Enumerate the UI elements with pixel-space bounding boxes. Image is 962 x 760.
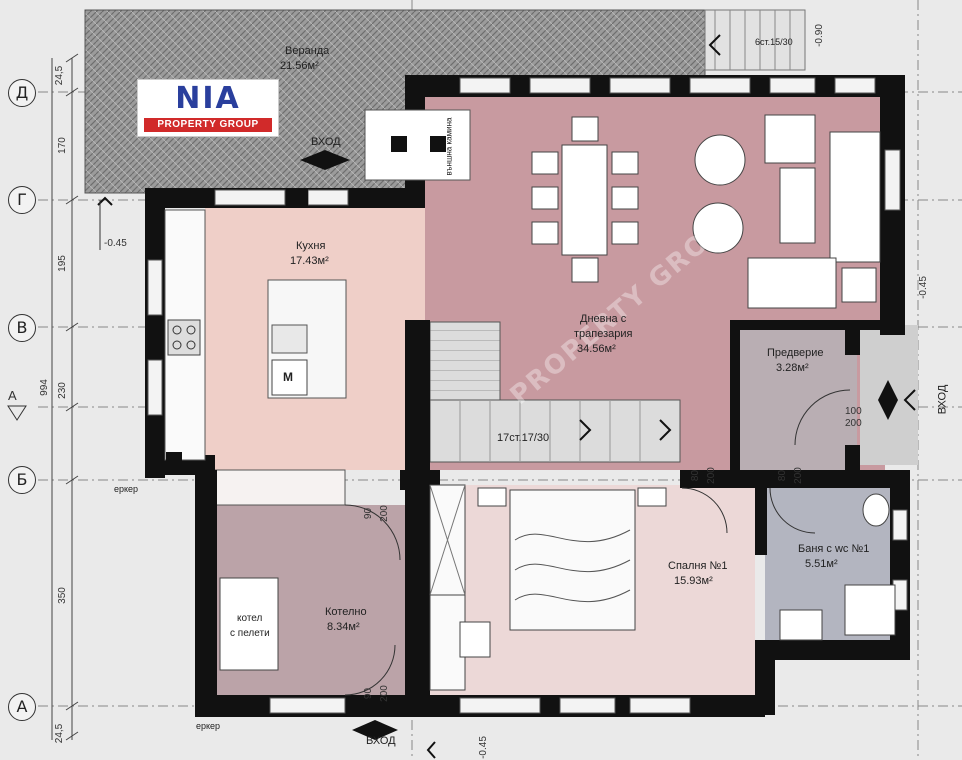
dining-table [561, 144, 608, 256]
veranda-area: 21.56м² [280, 60, 319, 72]
axis-row-d: Д [8, 79, 36, 107]
door-dim-boiler-top-a: 90 [363, 507, 375, 520]
boiler-name: Котелно [325, 606, 367, 618]
washbasin [779, 609, 823, 641]
boiler-device-label-2: с пелети [230, 628, 270, 639]
section-mark: А [8, 388, 17, 403]
fireplace-label: външна камина [444, 117, 454, 176]
fridge-mark: M [283, 370, 293, 384]
kitchen-post [166, 452, 182, 468]
door-dim-bed-a: 80 [690, 469, 702, 482]
counter-bottom [214, 469, 346, 506]
door-dim-foyer-b: 200 [845, 418, 862, 429]
dishwasher [271, 359, 308, 396]
outdoor-fireplace [364, 109, 471, 181]
sofas [692, 114, 881, 309]
door-dim-bed-b: 200 [705, 467, 717, 484]
dim-2: 170 [56, 137, 68, 154]
living-name-1: Дневна с [580, 313, 627, 325]
kitchen-name: Кухня [296, 240, 326, 252]
dim-total: 994 [38, 379, 50, 396]
stairs-top-label: 6ст.15/30 [755, 37, 793, 47]
desk-chair [459, 621, 491, 658]
level-mark-right: -0.45 [917, 276, 929, 299]
bath-name: Баня с wc №1 [798, 543, 870, 555]
door-dim-boiler-bot-b: 200 [378, 685, 390, 702]
company-logo: NIA PROPERTY GROUP [137, 79, 279, 137]
dim-5: 350 [56, 587, 68, 604]
entrance-bottom-label: ВХОД [366, 735, 396, 747]
kitchen-area: 17.43м² [290, 255, 329, 267]
left-dimension-line [51, 53, 79, 741]
desk [429, 594, 466, 691]
axis-row-a: А [8, 693, 36, 721]
toilet [862, 493, 890, 527]
foyer-area: 3.28м² [776, 362, 809, 374]
axis-row-g: Г [8, 186, 36, 214]
bedroom-name: Спалня №1 [668, 560, 728, 572]
stove [167, 319, 201, 356]
door-dim-boiler-top-b: 200 [378, 505, 390, 522]
section-arrow-icon [7, 405, 27, 421]
boiler-device [219, 577, 279, 671]
veranda-name: Веранда [285, 45, 330, 57]
bed [509, 489, 636, 631]
dim-1: 24,5 [54, 65, 66, 86]
level-mark-bottom: -0.45 [477, 736, 489, 759]
top-steps [704, 9, 806, 71]
erker-top-label: еркер [114, 484, 139, 494]
door-dim-bath-a: 80 [777, 469, 789, 482]
door-dim-boiler-bot-a: 90 [363, 687, 375, 700]
living-area: 34.56м² [577, 343, 616, 355]
level-mark-top: -0.90 [813, 24, 825, 47]
entrance-top-label: ВХОД [311, 136, 341, 148]
door-dim-bath-b: 200 [792, 467, 804, 484]
level-mark-left: -0.45 [104, 238, 127, 249]
dim-4: 230 [56, 382, 68, 399]
stairs-main-label: 17ст.17/30 [497, 432, 550, 444]
shower [844, 584, 896, 636]
axis-row-v: В [8, 314, 36, 342]
stairs-run [429, 399, 681, 463]
erker-bottom-label: еркер [196, 721, 221, 731]
bath-area: 5.51м² [805, 558, 838, 570]
foyer-name: Предверие [767, 347, 824, 359]
door-dim-foyer-a: 100 [845, 406, 862, 417]
boiler-device-label-1: котел [237, 613, 263, 624]
boiler-area: 8.34м² [327, 621, 360, 633]
bedroom-area: 15.93м² [674, 575, 713, 587]
living-name-2: трапезария [574, 328, 633, 340]
axis-row-b: Б [8, 466, 36, 494]
sink [271, 324, 308, 354]
windows [147, 77, 908, 714]
foyer-fill [737, 325, 857, 470]
dim-6: 24,5 [54, 723, 66, 744]
dim-3: 195 [56, 255, 68, 272]
entrance-right-label: ВХОД [936, 384, 949, 415]
